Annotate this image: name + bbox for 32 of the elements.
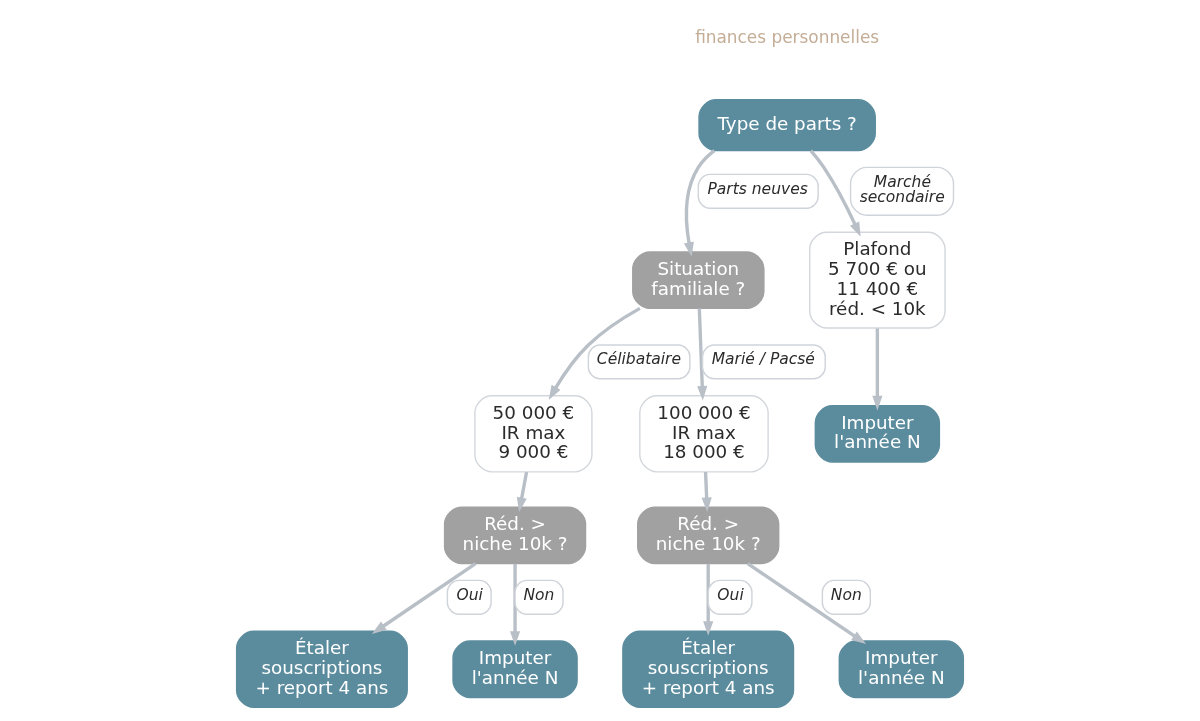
node-box: 100 000 € IR max 18 000 € bbox=[639, 395, 769, 473]
arrow bbox=[809, 149, 861, 237]
edge-label: Oui bbox=[717, 585, 744, 604]
edge-label: Oui bbox=[456, 585, 483, 604]
node-box: Imputer l'année N bbox=[838, 640, 965, 699]
node-box: Réd. > niche 10k ? bbox=[637, 506, 780, 565]
arrow bbox=[516, 471, 529, 513]
node-box: Imputer l'année N bbox=[814, 404, 941, 463]
edge-label: Non bbox=[830, 585, 862, 604]
node-box: 50 000 € IR max 9 000 € bbox=[474, 395, 593, 473]
arrow bbox=[703, 563, 714, 636]
edge-label: Célibataire bbox=[596, 350, 681, 369]
label: finances personnelles bbox=[695, 27, 880, 48]
node-box: Plafond 5 700 € ou 11 400 € réd. < 10k bbox=[809, 231, 946, 329]
edge-label: Parts neuves bbox=[707, 179, 808, 198]
arrow bbox=[683, 149, 716, 257]
arrow bbox=[701, 471, 712, 513]
edge-label: Marié / Pacsé bbox=[711, 350, 815, 369]
node-box: Étaler souscriptions + report 4 ans bbox=[622, 630, 795, 708]
node-box: Étaler souscriptions + report 4 ans bbox=[235, 630, 408, 708]
arrow bbox=[548, 306, 641, 400]
arrow bbox=[510, 563, 521, 646]
node-box: Type de parts ? bbox=[698, 99, 876, 152]
edge-label: Non bbox=[523, 585, 555, 604]
node-box: Imputer l'année N bbox=[452, 640, 578, 699]
arrow bbox=[872, 328, 883, 411]
node-box: Situation familiale ? bbox=[632, 251, 765, 310]
arrow bbox=[371, 562, 477, 634]
arrow bbox=[746, 562, 867, 644]
edge-label: Marché secondaire bbox=[859, 172, 945, 207]
arrow bbox=[697, 308, 708, 401]
node-box: Réd. > niche 10k ? bbox=[443, 506, 587, 565]
